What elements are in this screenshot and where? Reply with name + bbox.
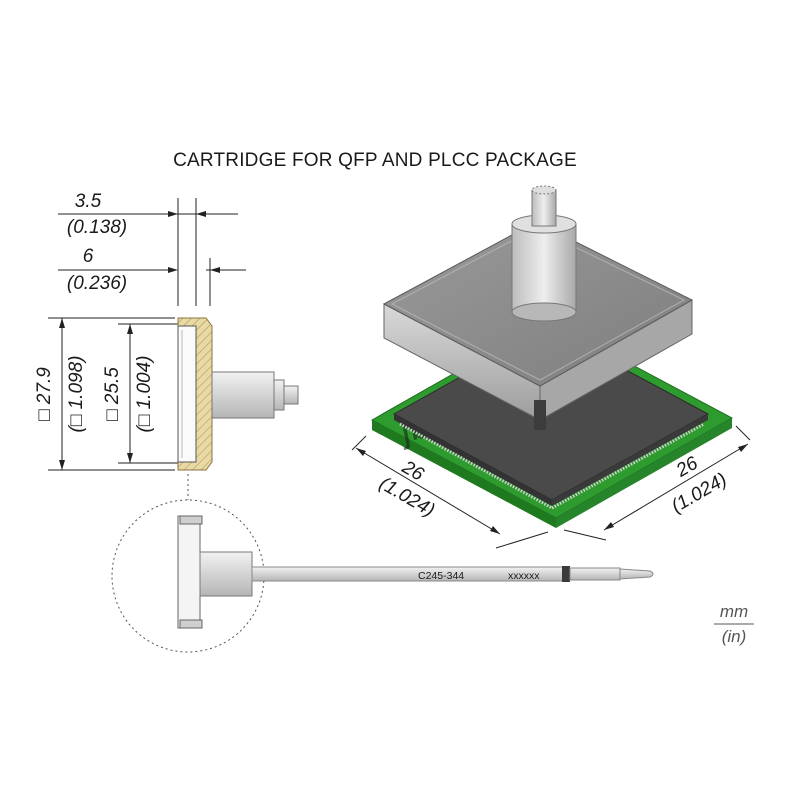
page-title: CARTRIDGE FOR QFP AND PLCC PACKAGE — [173, 150, 577, 171]
arrowhead — [59, 318, 65, 328]
pcb-board-right-side — [556, 418, 732, 528]
arrowhead — [168, 211, 178, 217]
tip-inner-plate — [177, 325, 197, 463]
arrowhead — [127, 453, 133, 463]
dimension-line — [355, 447, 501, 535]
arrowhead — [168, 267, 178, 273]
tip-hub — [211, 371, 275, 419]
housing-slot — [534, 400, 546, 430]
side-section-view: 3.5 (0.138) 6 (0.236) □ 27.9 (□ 1.098) □… — [34, 191, 299, 471]
arrowhead — [490, 526, 500, 534]
isometric-view: jbctron 26 (1.024) — [351, 185, 751, 549]
cartridge-hub — [199, 551, 253, 597]
cartridge-tip-flange-top — [179, 515, 203, 525]
arrowhead — [196, 211, 206, 217]
cartridge-tip-head — [177, 515, 201, 629]
pcb-board-left-side — [372, 420, 556, 528]
qfp-chip-right-side — [552, 414, 708, 506]
outer-square-mm-label: □ 27.9 — [34, 367, 55, 421]
units-mm-label: mm — [720, 602, 748, 621]
qfp-pins-front-left — [399, 422, 553, 510]
inner-square-mm-label: □ 25.5 — [102, 367, 123, 421]
package-right-in-label: (1.024) — [668, 469, 731, 517]
heater-rod — [531, 189, 557, 227]
cartridge-connector — [569, 567, 621, 581]
cartridge-pin — [619, 568, 654, 580]
tip-hub-step — [273, 379, 285, 411]
arrowhead — [604, 522, 614, 530]
heater-rod-top — [531, 185, 557, 195]
tip-shaft-end — [283, 385, 299, 405]
tip-depth-mm-label: 6 — [83, 246, 94, 267]
arrowhead — [127, 324, 133, 334]
tip-thickness-mm-label: 3.5 — [75, 191, 102, 212]
cartridge-tip-flange-bottom — [179, 619, 203, 629]
cartridge-serial: xxxxxx — [508, 570, 540, 582]
tip-thickness-in-label: (0.138) — [67, 217, 127, 238]
inner-square-in-label: (□ 1.004) — [134, 356, 155, 433]
qfp-pins-front-right — [551, 422, 705, 510]
dimension-line — [603, 443, 749, 531]
housing-top-bevel — [390, 227, 686, 381]
cartridge-band — [562, 566, 570, 582]
heater-column — [511, 223, 577, 313]
arrowhead — [356, 448, 366, 456]
arrowhead — [210, 267, 220, 273]
cartridge-full-view: C245-344 xxxxxx — [111, 499, 654, 653]
units-legend: mm (in) — [714, 602, 754, 646]
units-in-label: (in) — [722, 627, 747, 646]
extension-line — [495, 531, 549, 549]
tip-depth-in-label: (0.236) — [67, 273, 127, 294]
package-left-in-label: (1.024) — [375, 473, 438, 521]
outer-square-in-label: (□ 1.098) — [66, 356, 87, 433]
arrowhead — [59, 460, 65, 470]
arrowhead — [738, 444, 748, 452]
extension-line — [735, 425, 751, 441]
extension-line — [351, 435, 367, 451]
extension-line — [563, 529, 607, 541]
cartridge-part-number: C245-344 — [418, 570, 464, 582]
qfp-chip-left-side — [394, 414, 552, 506]
heater-column-base — [511, 302, 577, 322]
